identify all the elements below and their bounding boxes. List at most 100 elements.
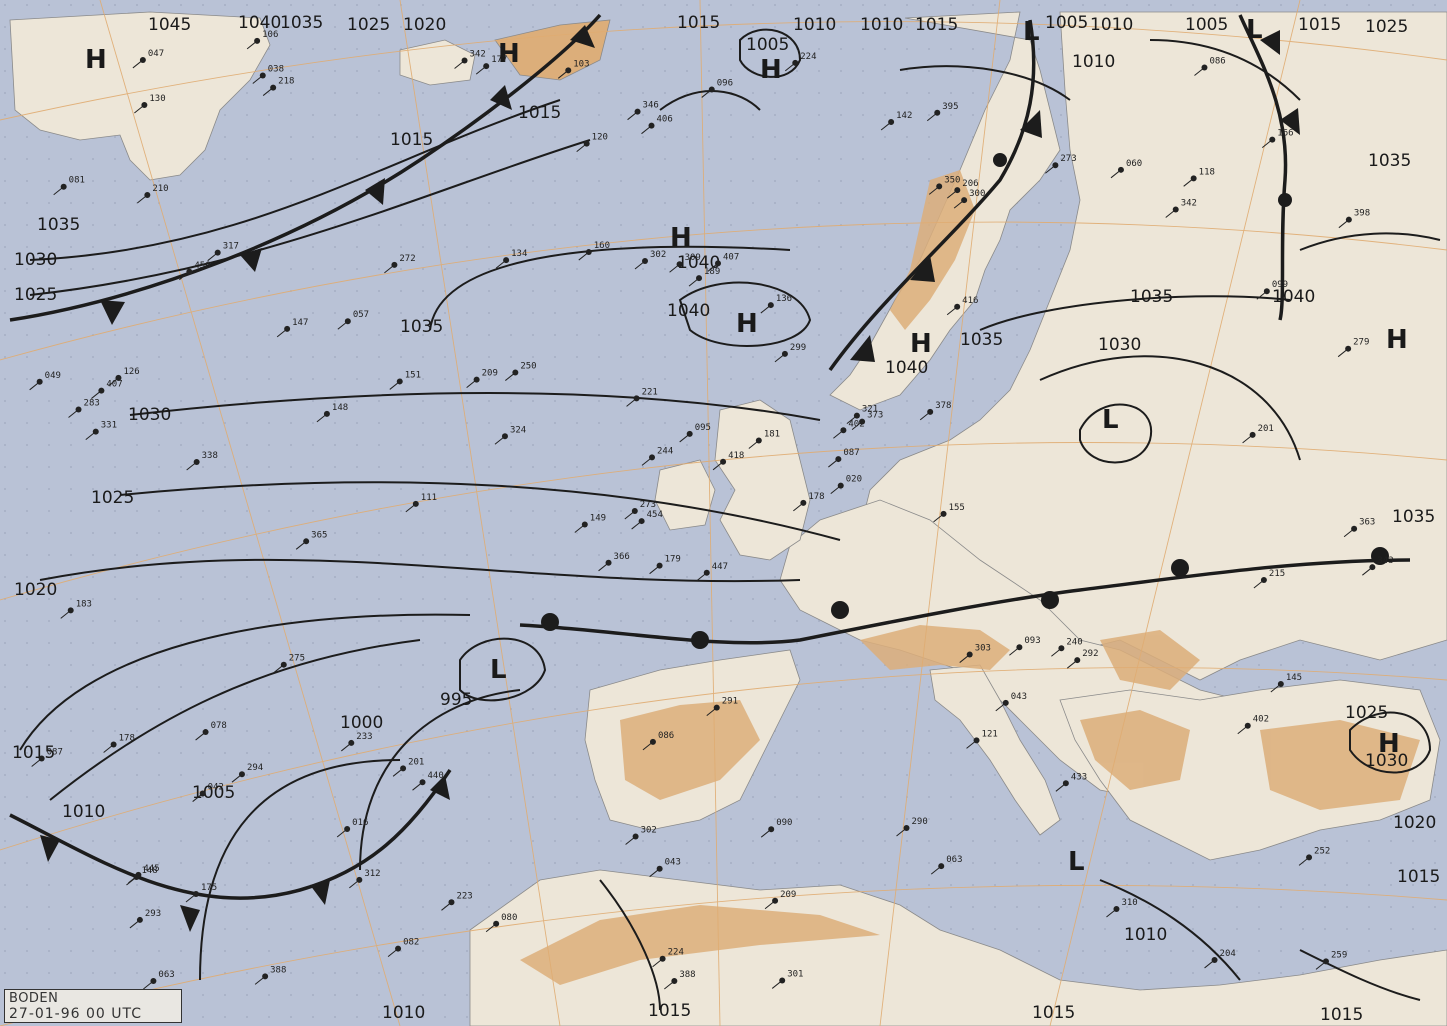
station-pressure-value: 244 [657, 446, 673, 456]
station-dot [1113, 906, 1120, 913]
isobar-label: 995 [440, 690, 472, 710]
station-model-icon: 090 [760, 818, 792, 838]
isobar-label: 1015 [915, 15, 958, 35]
station-dot [1249, 431, 1256, 438]
station-model-icon: 402 [833, 419, 865, 439]
station-model-icon: 042 [192, 783, 224, 802]
highland-iberia [620, 700, 760, 800]
station-model-icon: 086 [1194, 57, 1226, 76]
isobar [678, 281, 812, 347]
station-model-icon: 209 [764, 890, 796, 910]
isobar [1299, 232, 1441, 251]
station-model-icon: 302 [625, 826, 657, 845]
station-dot [400, 765, 407, 772]
station-pressure-value: 145 [1286, 673, 1302, 683]
station-model-icon: 300 [953, 189, 985, 209]
station-model-icon: 134 [495, 249, 527, 269]
station-pressure-value: 312 [364, 869, 380, 879]
station-dot [461, 57, 468, 64]
station-model-icon: 166 [1261, 129, 1294, 148]
isobar [1149, 39, 1301, 101]
station-pressure-value: 346 [643, 101, 659, 111]
isobar-label: 1015 [390, 130, 433, 150]
station-pressure-value: 099 [1272, 280, 1288, 290]
station-dot [192, 891, 199, 898]
station-model-icon: 209 [466, 369, 498, 389]
station-model-icon: 111 [405, 493, 437, 513]
station-dot [634, 108, 641, 115]
station-pressure-value: 302 [641, 826, 657, 836]
station-model-icon: 120 [576, 133, 608, 152]
station-model-icon: 303 [959, 644, 991, 663]
station-pressure-value: 049 [45, 371, 61, 381]
station-model-icon: 178 [793, 492, 825, 512]
station-model-icon: 155 [933, 503, 965, 523]
station-pressure-value: 078 [211, 721, 227, 731]
station-model-icon: 043 [995, 692, 1027, 712]
station-observations: 4474564544454024403954072061782182593383… [29, 30, 1394, 990]
occluded-front-icon [910, 255, 935, 282]
station-model-icon: 301 [771, 969, 803, 989]
station-pressure-value: 215 [1269, 569, 1285, 579]
occluded-front-icon [1238, 14, 1288, 321]
stamp-station: BODEN [9, 991, 59, 1006]
occluded-front-icon [1020, 110, 1042, 138]
station-dot [150, 978, 157, 985]
station-model-icon: 299 [774, 343, 806, 363]
station-dot [186, 268, 193, 275]
cold-front-icon [365, 178, 385, 205]
station-pressure-value: 317 [223, 242, 239, 252]
station-dot [1345, 345, 1352, 352]
isobar [899, 65, 1071, 101]
isobar [39, 558, 801, 583]
station-pressure-value: 373 [867, 411, 883, 421]
station-model-icon: 406 [641, 115, 673, 135]
station-pressure-value: 342 [1181, 198, 1197, 208]
station-pressure-value: 388 [679, 970, 695, 980]
station-pressure-value: 178 [808, 492, 824, 502]
station-model-icon: 224 [784, 52, 817, 72]
station-model-icon: 210 [137, 184, 169, 204]
station-dot [927, 408, 934, 415]
station-pressure-value: 148 [141, 866, 157, 876]
station-pressure-value: 395 [942, 102, 958, 112]
station-pressure-value: 103 [573, 59, 589, 69]
station-dot [92, 428, 99, 435]
station-pressure-value: 160 [594, 241, 610, 251]
station-model-icon: 057 [337, 310, 369, 330]
station-pressure-value: 299 [790, 343, 806, 353]
station-model-icon: 148 [316, 403, 348, 423]
station-pressure-value: 209 [482, 369, 498, 379]
station-dot [262, 973, 269, 980]
isobar-label: 1035 [400, 317, 443, 337]
station-dot [696, 275, 703, 282]
isobar [129, 392, 821, 421]
station-model-icon: 224 [652, 948, 684, 968]
isobar [49, 639, 421, 801]
warm-front-icon [831, 601, 849, 619]
station-pressure-value: 366 [614, 552, 630, 562]
station-model-icon: 250 [505, 362, 537, 381]
cold-front-icon [180, 905, 200, 932]
isobar [429, 245, 791, 331]
isobar-label: 1030 [14, 250, 57, 270]
station-dot [1201, 64, 1208, 71]
station-pressure-value: 047 [148, 49, 164, 59]
station-dot [1211, 956, 1218, 963]
station-pressure-value: 398 [1354, 209, 1370, 219]
station-model-icon: 324 [494, 425, 526, 445]
station-model-icon: 302 [634, 250, 666, 270]
isobar-label: 1015 [1397, 867, 1440, 887]
station-model-icon: 283 [68, 399, 100, 418]
station-pressure-value: 142 [896, 111, 912, 121]
isobar-label: 1020 [1393, 813, 1436, 833]
station-model-icon: 454 [631, 510, 663, 530]
station-pressure-value: 086 [1209, 57, 1225, 67]
highland-carpathians [1100, 630, 1200, 690]
station-model-icon: 096 [701, 78, 733, 98]
station-dot [214, 249, 221, 256]
station-model-icon: 418 [712, 451, 744, 471]
isobar-label: 1000 [340, 713, 383, 733]
station-pressure-value: 283 [84, 399, 100, 409]
station-model-icon: 093 [1009, 636, 1041, 656]
